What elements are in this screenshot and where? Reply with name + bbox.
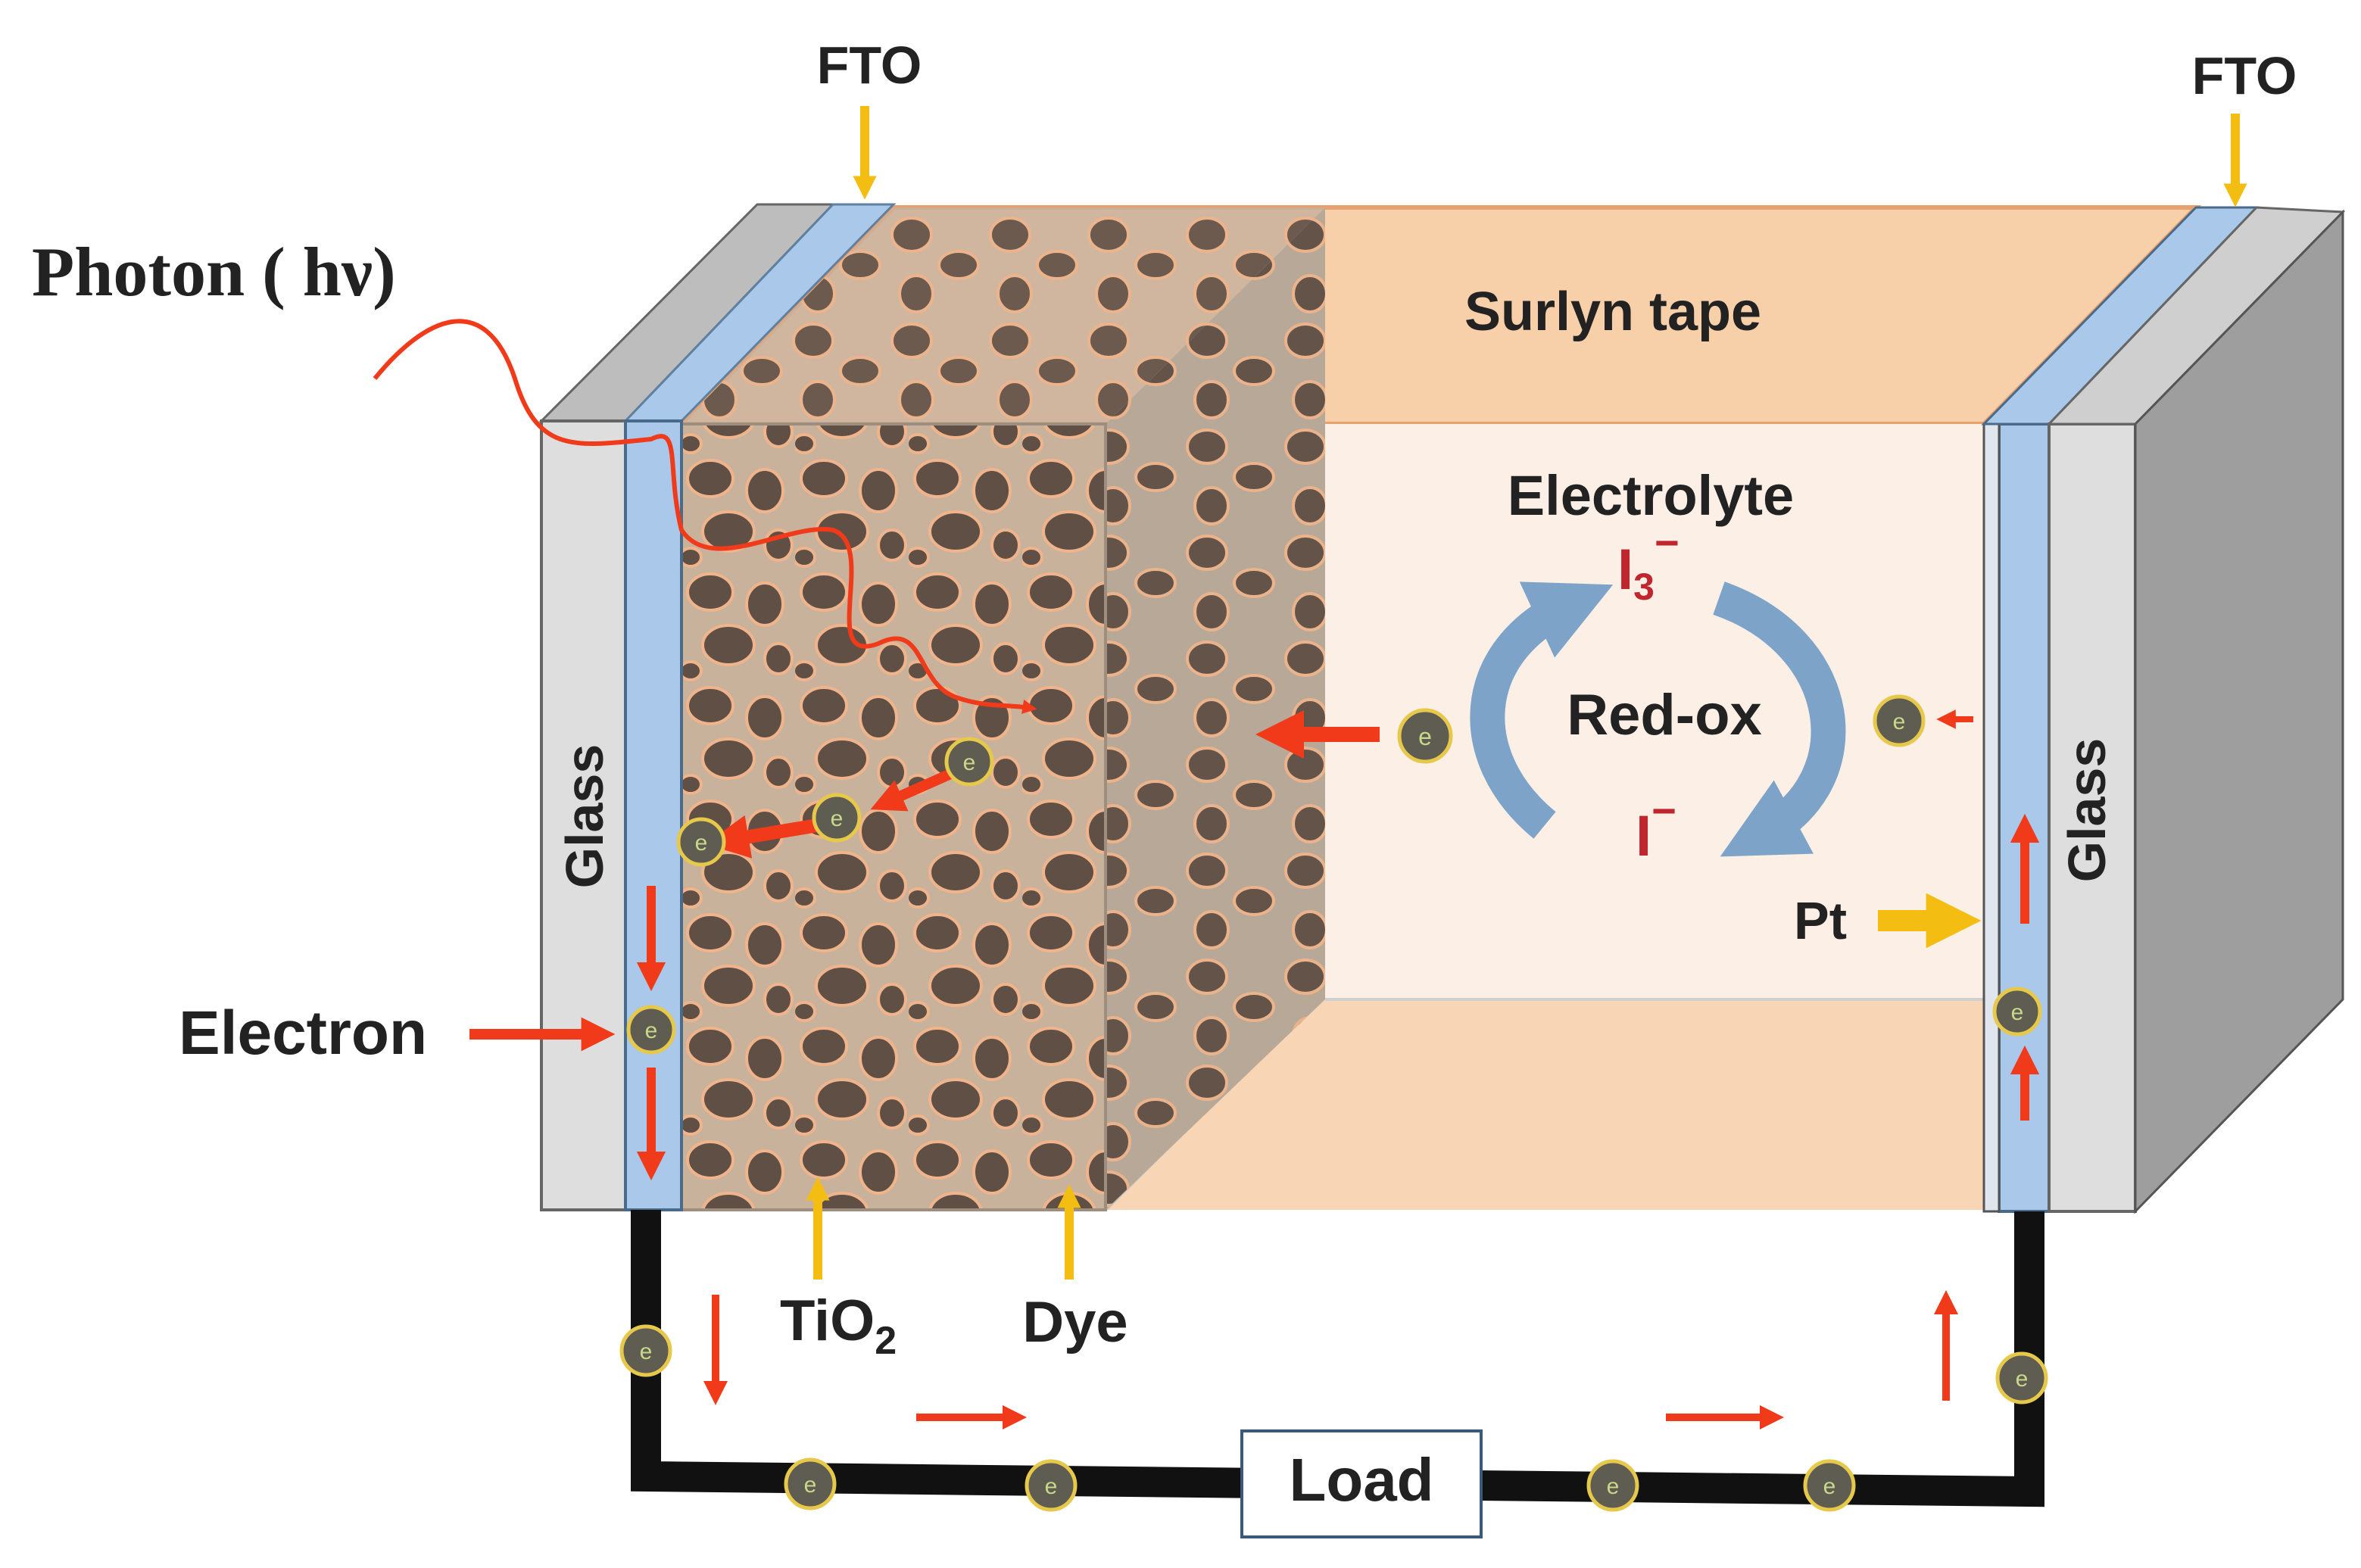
surlyn-label: Surlyn tape xyxy=(1464,282,1761,342)
pt-label: Pt xyxy=(1794,891,1847,950)
load-box xyxy=(1240,1429,1483,1538)
surlyn-tape-bottom xyxy=(1106,999,1984,1210)
svg-text:e: e xyxy=(1893,709,1906,734)
electrolyte-label: Electrolyte xyxy=(1508,464,1794,527)
redox-arrow-up xyxy=(1470,581,1614,839)
e-arrow-dye-to-tio2 xyxy=(870,767,956,812)
i-ion-label: I− xyxy=(1636,787,1676,868)
electron-tio2-1: e xyxy=(812,793,862,843)
svg-text:e: e xyxy=(1607,1474,1620,1499)
electron-electrolyte: e xyxy=(1397,708,1453,764)
photon-label: Photon ( hν) xyxy=(32,233,396,310)
e-arrow-tio2-to-fto xyxy=(705,815,819,859)
electron-right-fto: e xyxy=(1992,987,2042,1037)
right-glass xyxy=(2048,422,2137,1213)
electron-wire-right: e xyxy=(1995,1351,2048,1404)
electron-wire-left: e xyxy=(619,1324,672,1377)
electron-dye-1: e xyxy=(944,737,994,787)
fto-left-label: FTO xyxy=(817,36,922,95)
tio2-label: TiO2 xyxy=(780,1289,897,1363)
electron-pt: e xyxy=(1873,694,1926,747)
electron-tio2-2: e xyxy=(676,817,726,867)
dye-label: Dye xyxy=(1022,1290,1127,1354)
electron-wire-bottom-4: e xyxy=(1803,1459,1856,1512)
electron-wire-bottom-2: e xyxy=(1025,1459,1078,1512)
svg-text:e: e xyxy=(640,1339,653,1364)
right-glass-side xyxy=(2134,209,2344,1214)
svg-text:e: e xyxy=(2011,1000,2024,1025)
load-label: Load xyxy=(1289,1446,1433,1513)
fto-right-label: FTO xyxy=(2192,46,2297,105)
photon-wave xyxy=(373,319,1037,714)
svg-text:e: e xyxy=(695,831,708,856)
glass-right-label: Glass xyxy=(2057,738,2116,883)
electron-left-fto: e xyxy=(626,1005,676,1055)
left-glass xyxy=(540,419,627,1211)
electron-wire-bottom-3: e xyxy=(1586,1459,1639,1512)
glass-left-label: Glass xyxy=(555,744,614,889)
redox-label: Red-ox xyxy=(1567,683,1762,747)
svg-text:e: e xyxy=(963,750,976,775)
svg-text:e: e xyxy=(804,1473,817,1498)
svg-text:e: e xyxy=(1823,1474,1836,1499)
svg-text:e: e xyxy=(645,1018,658,1043)
electron-label: Electron xyxy=(179,999,427,1068)
svg-text:e: e xyxy=(2016,1367,2029,1392)
i3-ion-label: I3− xyxy=(1617,519,1680,608)
redox-arrow-down xyxy=(1712,581,1846,857)
svg-text:e: e xyxy=(1045,1474,1058,1499)
svg-text:e: e xyxy=(831,806,844,831)
electron-wire-bottom-1: e xyxy=(784,1457,837,1510)
svg-text:e: e xyxy=(1418,723,1432,750)
